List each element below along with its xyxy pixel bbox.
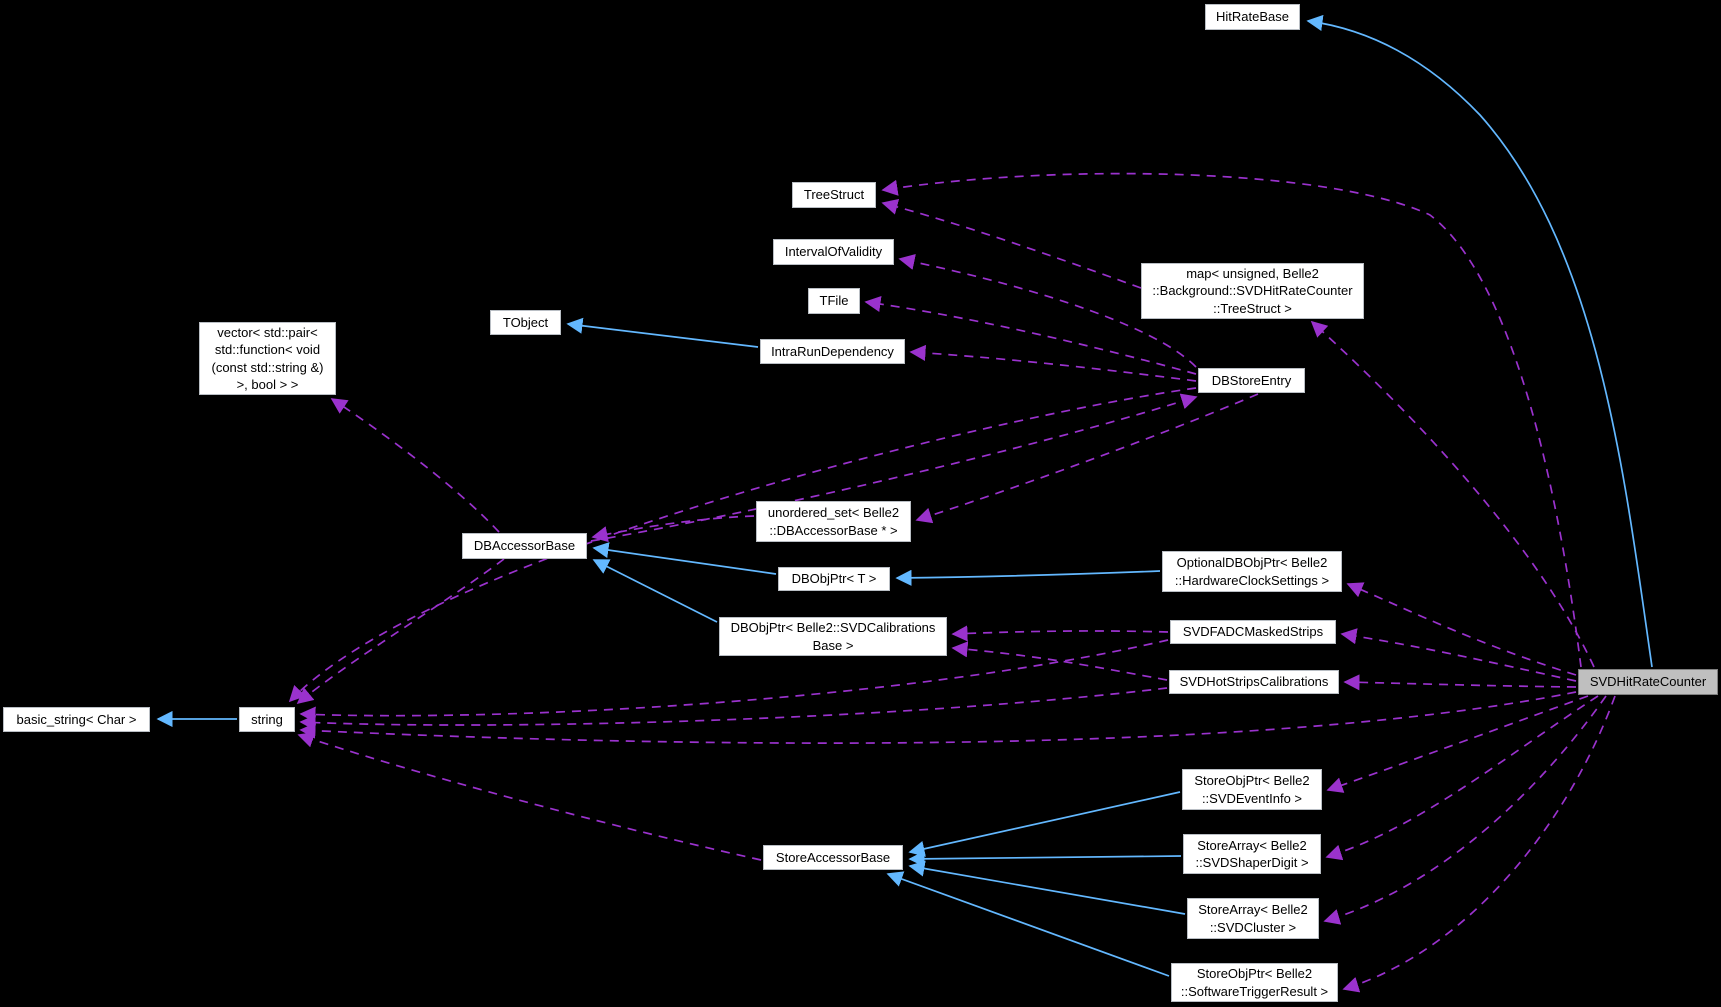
edge-svdhitratecounter-to-string — [299, 691, 1577, 744]
edge-dbstoreentry-to-string — [288, 387, 1197, 703]
node-string[interactable]: string — [239, 707, 295, 732]
node-storeobjptr-svdeventinfo[interactable]: StoreObjPtr< Belle2 ::SVDEventInfo > — [1182, 769, 1322, 810]
node-treestruct[interactable]: TreeStruct — [792, 182, 876, 208]
edge-svdhitratecounter-to-storeobjptr-softwaretriggerresult — [1342, 695, 1616, 993]
edge-svdhitratecounter-to-svdhotstripscalibrations — [1343, 674, 1577, 691]
edge-svdhitratecounter-to-map-treestruct — [1310, 320, 1595, 668]
edge-intrarundependency-to-tobject — [566, 317, 759, 348]
node-optionaldbobjptr[interactable]: OptionalDBObjPtr< Belle2 ::HardwareClock… — [1162, 551, 1342, 592]
edge-dbaccessorbase-to-dbstoreentry — [590, 393, 1198, 542]
node-svdhotstripscalibrations[interactable]: SVDHotStripsCalibrations — [1169, 670, 1339, 694]
node-hitratebase[interactable]: HitRateBase — [1205, 4, 1300, 30]
node-dbstoreentry[interactable]: DBStoreEntry — [1198, 368, 1305, 393]
node-storeobjptr-softwaretriggerresult[interactable]: StoreObjPtr< Belle2 ::SoftwareTriggerRes… — [1171, 963, 1338, 1002]
edge-storeobjptr-svdeventinfo-to-storeaccessorbase — [908, 791, 1181, 857]
node-tobject[interactable]: TObject — [490, 310, 561, 335]
edge-dbstoreentry-to-intrarundependency — [909, 344, 1197, 382]
node-dbobjptr-t[interactable]: DBObjPtr< T > — [778, 567, 890, 591]
edge-svdhotstripscalibrations-to-string — [299, 687, 1168, 731]
node-map-treestruct[interactable]: map< unsigned, Belle2 ::Background::SVDH… — [1141, 263, 1364, 319]
edge-svdhitratecounter-to-storeobjptr-svdeventinfo — [1326, 695, 1589, 793]
edge-dbaccessorbase-to-vector-callbacks — [330, 398, 500, 533]
node-storearray-svdshaperdigit[interactable]: StoreArray< Belle2 ::SVDShaperDigit > — [1183, 834, 1321, 874]
edge-svdfadcmaskedstrips-to-string — [299, 639, 1169, 723]
node-intervalofvalidity[interactable]: IntervalOfValidity — [773, 239, 894, 265]
edge-storeobjptr-softwaretriggerresult-to-storeaccessorbase — [886, 871, 1170, 977]
node-intrarundependency[interactable]: IntraRunDependency — [760, 339, 905, 364]
edge-dbaccessorbase-to-string — [296, 558, 505, 705]
edge-unordered-set-to-dbaccessorbase — [591, 515, 755, 543]
node-basic-string[interactable]: basic_string< Char > — [3, 707, 150, 732]
edges-group — [156, 14, 1653, 993]
edge-svdhitratecounter-to-storearray-svdcluster — [1323, 695, 1607, 925]
edge-storearray-svdshaperdigit-to-storeaccessorbase — [908, 850, 1182, 867]
edge-dbstoreentry-to-tfile — [864, 295, 1197, 375]
node-svdfadcmaskedstrips[interactable]: SVDFADCMaskedStrips — [1170, 620, 1336, 644]
edge-map-treestruct-to-treestruct — [881, 198, 1142, 289]
node-unordered-set[interactable]: unordered_set< Belle2 ::DBAccessorBase *… — [756, 501, 911, 542]
edge-storeaccessorbase-to-string — [297, 731, 762, 861]
node-storeaccessorbase[interactable]: StoreAccessorBase — [763, 845, 903, 870]
edge-svdfadcmaskedstrips-to-dbobjptr-svdcalibrationsbase — [951, 625, 1169, 642]
node-storearray-svdcluster[interactable]: StoreArray< Belle2 ::SVDCluster > — [1187, 898, 1319, 939]
edge-dbobjptr-svdcalibrationsbase-to-dbaccessorbase — [592, 559, 718, 623]
edge-svdhitratecounter-to-hitratebase — [1306, 14, 1653, 668]
edge-svdhitratecounter-to-optionaldbobjptr — [1346, 582, 1577, 676]
node-vector-callbacks[interactable]: vector< std::pair< std::function< void (… — [199, 322, 336, 396]
edge-optionaldbobjptr-to-dbobjptr-t — [895, 569, 1161, 586]
node-dbobjptr-svdcalibrationsbase[interactable]: DBObjPtr< Belle2::SVDCalibrations Base > — [719, 617, 947, 656]
edge-dbstoreentry-to-unordered-set — [915, 393, 1259, 524]
edge-svdhotstripscalibrations-to-dbobjptr-svdcalibrationsbase — [951, 641, 1168, 681]
node-tfile[interactable]: TFile — [808, 288, 860, 314]
node-dbaccessorbase[interactable]: DBAccessorBase — [462, 533, 587, 559]
edge-svdhitratecounter-to-storearray-svdshaperdigit — [1325, 695, 1599, 861]
edge-svdhitratecounter-to-treestruct — [881, 172, 1582, 668]
node-svdhitratecounter: SVDHitRateCounter — [1578, 669, 1718, 695]
edge-storearray-svdcluster-to-storeaccessorbase — [908, 860, 1186, 915]
edge-svdhitratecounter-to-svdfadcmaskedstrips — [1340, 628, 1577, 682]
edge-dbstoreentry-to-intervalofvalidity — [898, 254, 1197, 368]
edge-dbobjptr-t-to-dbaccessorbase — [592, 542, 777, 575]
